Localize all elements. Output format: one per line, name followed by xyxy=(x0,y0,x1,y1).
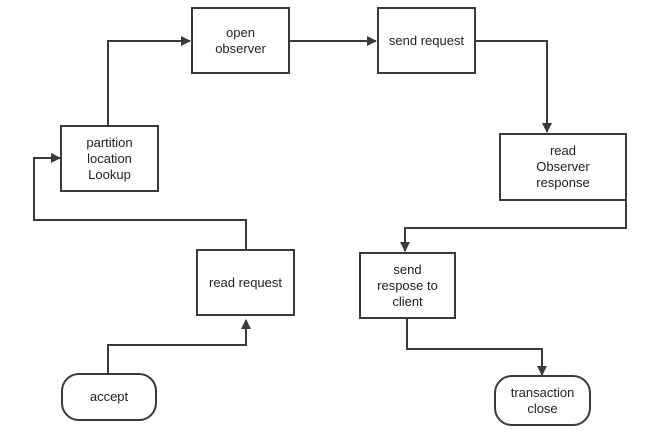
node-transaction-close: transaction close xyxy=(494,375,591,426)
node-partition-location-lookup: partition location Lookup xyxy=(60,125,159,192)
edge-accept-to-read-request xyxy=(107,319,251,373)
node-transaction-close-label: transaction close xyxy=(510,384,575,416)
edge-partition-lookup-to-open-observer xyxy=(107,36,191,125)
node-partition-location-lookup-label: partition location Lookup xyxy=(86,134,133,182)
node-read-request: read request xyxy=(196,249,295,316)
node-read-request-label: read request xyxy=(209,274,282,290)
node-open-observer-label: open observer xyxy=(215,24,266,56)
edge-read-request-to-partition-lookup xyxy=(33,153,247,249)
node-send-response-to-client: send respose to client xyxy=(359,252,456,319)
edge-send-request-to-read-observer-response xyxy=(476,40,552,133)
node-send-request: send request xyxy=(377,7,476,74)
edge-send-response-to-transaction-close xyxy=(406,318,547,376)
node-accept-label: accept xyxy=(89,389,129,404)
node-open-observer: open observer xyxy=(191,7,290,74)
node-send-response-to-client-label: send respose to client xyxy=(377,261,438,309)
node-send-request-label: send request xyxy=(388,32,465,48)
node-read-observer-response-label: read Observer response xyxy=(536,143,590,190)
node-accept: accept xyxy=(61,373,157,421)
node-read-observer-response: read Observer response xyxy=(499,133,627,201)
